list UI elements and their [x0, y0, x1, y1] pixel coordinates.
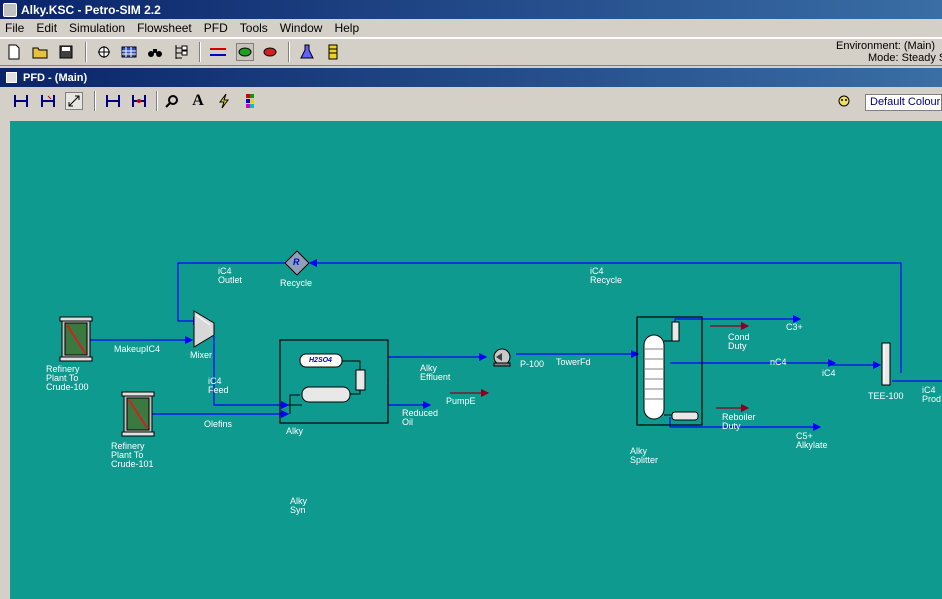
mode-label: Mode: Steady Sta	[868, 52, 942, 64]
nc4-label: nC4	[770, 357, 787, 367]
menu-pfd[interactable]: PFD	[203, 21, 228, 35]
c3plus-stream	[674, 314, 802, 328]
ic4-stream	[829, 360, 882, 370]
zoom-all-icon[interactable]	[39, 92, 57, 110]
app-title-bar[interactable]: Alky.KSC - Petro-SIM 2.2	[0, 0, 942, 19]
alky-reactor-unit	[279, 339, 389, 424]
break-connection-icon[interactable]	[130, 92, 148, 110]
pfd-window-icon	[6, 72, 17, 83]
menu-edit[interactable]: Edit	[36, 21, 58, 35]
magnifier-icon[interactable]	[163, 92, 181, 110]
mixer-unit	[193, 310, 215, 348]
open-folder-icon[interactable]	[31, 43, 49, 61]
app-icon	[3, 2, 17, 17]
refinery-plant-101-unit	[121, 391, 155, 437]
object-palette-icon[interactable]	[261, 43, 279, 61]
reduced-oil-stream	[387, 379, 432, 410]
flask-icon[interactable]	[298, 43, 316, 61]
attach-mode-icon[interactable]	[104, 92, 122, 110]
ic4-outlet-stream	[177, 262, 290, 326]
new-file-icon[interactable]	[5, 43, 23, 61]
ic4-label: iC4	[822, 368, 836, 378]
lightning-icon[interactable]	[215, 92, 233, 110]
menu-window[interactable]: Window	[279, 21, 323, 35]
alky-splitter-unit	[636, 316, 703, 426]
main-toolbar	[0, 38, 942, 66]
app-title: Alky.KSC - Petro-SIM 2.2	[21, 2, 161, 17]
pfd-view-icon[interactable]	[236, 43, 254, 61]
c5-alkylate-stream	[669, 417, 822, 432]
database-icon[interactable]	[120, 43, 138, 61]
menu-file[interactable]: File	[5, 21, 25, 35]
binoculars-icon[interactable]	[146, 43, 164, 61]
menu-tools[interactable]: Tools	[239, 21, 268, 35]
fit-window-icon[interactable]	[65, 92, 83, 110]
makeup-ic4-label: MakeupIC4	[114, 344, 161, 354]
h2so4-label: H2SO4	[309, 357, 332, 364]
colour-scheme-select[interactable]: Default Colour S	[865, 94, 942, 111]
colour-scheme-icon[interactable]	[835, 92, 853, 110]
recycle-symbol-label: R	[293, 257, 300, 267]
stream-icon[interactable]	[209, 43, 227, 61]
ic4-recycle-stream	[308, 258, 902, 373]
tee-100-unit	[881, 342, 891, 386]
c3plus-label: C3+	[786, 322, 803, 332]
save-icon[interactable]	[57, 43, 75, 61]
text-tool-icon[interactable]: A	[192, 92, 204, 109]
pump-p100-unit	[493, 348, 511, 367]
pfd-window-title: PFD - (Main)	[23, 71, 88, 84]
alky-label: Alky	[286, 426, 304, 436]
mixer-label: Mixer	[190, 350, 212, 360]
flowsheet-diagram	[59, 250, 942, 437]
refinery-plant-100-unit	[59, 316, 93, 362]
p100-label: P-100	[520, 359, 545, 369]
menu-flowsheet[interactable]: Flowsheet	[137, 21, 192, 35]
workbook-icon[interactable]	[95, 43, 113, 61]
menu-simulation[interactable]: Simulation	[69, 21, 126, 35]
column-runner-icon[interactable]	[324, 43, 342, 61]
ic4-feed-stream	[213, 336, 290, 410]
pfd-window-title-bar[interactable]: PFD - (Main)	[0, 68, 942, 87]
c5-alkylate-label: C5+Alkylate	[796, 431, 828, 450]
pfd-toolbar: A	[0, 88, 942, 116]
recycle-unit	[284, 250, 310, 276]
environment-info: Environment: (Main) Mode: Steady Sta	[826, 40, 942, 64]
olefins-label: Olefins	[204, 419, 233, 429]
tee-100-label: TEE-100	[868, 391, 904, 401]
pump-energy-label: PumpE	[446, 396, 476, 406]
object-navigator-icon[interactable]	[172, 43, 190, 61]
tower-feed-label: TowerFd	[556, 357, 591, 367]
menu-help[interactable]: Help	[334, 21, 360, 35]
environment-label: Environment: (Main)	[836, 40, 936, 52]
colour-palette-icon[interactable]	[241, 92, 259, 110]
recycle-label: Recycle	[280, 278, 313, 288]
menu-bar: File Edit Simulation Flowsheet PFD Tools…	[0, 19, 942, 38]
size-mode-icon[interactable]	[12, 92, 30, 110]
